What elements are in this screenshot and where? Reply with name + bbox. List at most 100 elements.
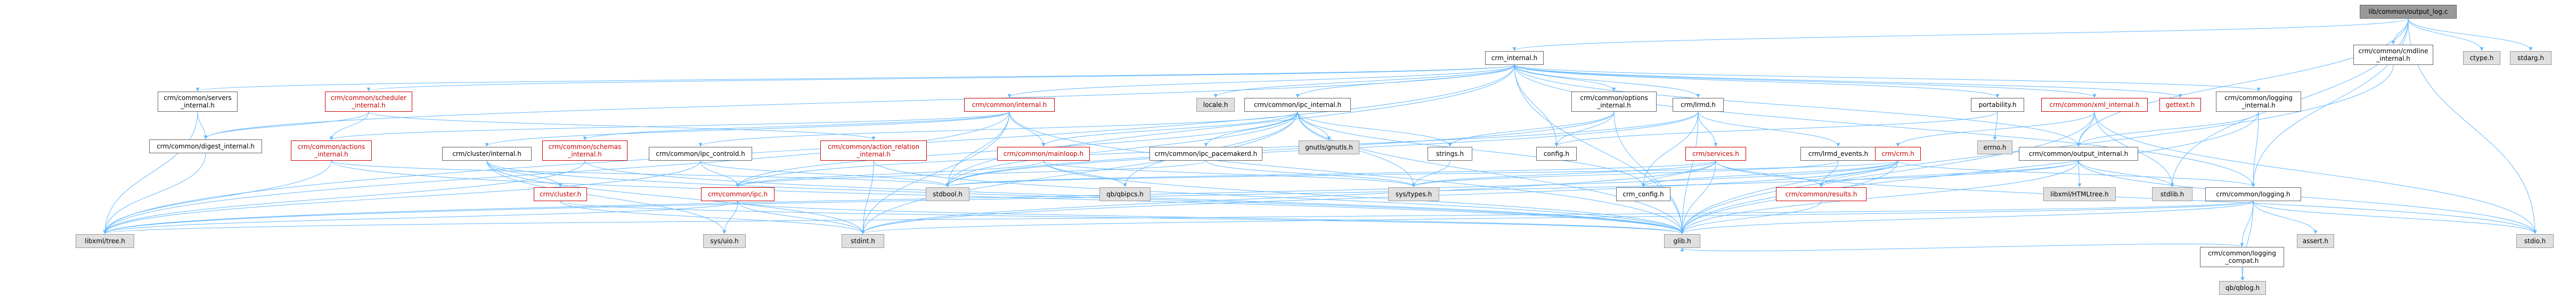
edge-services-to-stdbool [945,160,1716,187]
edge-crm_internal-to-locale [1213,64,1515,98]
edge-ipc_internal-to-stdint [861,111,1298,234]
edge-logging_internal-to-logging [2251,111,2259,187]
edge-schemas_internal-to-libxml_tree [103,160,585,234]
node-crm-internal[interactable]: crm_internal.h [1485,51,1544,65]
edge-ipc_controld-to-ipc [700,160,740,187]
edge-logging_internal-to-glib [1680,111,2259,234]
edge-lrmd_events-to-results [1819,160,1839,187]
node-sys-uio: sys/uio.h [703,234,746,248]
node-crm-cluster[interactable]: crm/cluster.h [534,187,587,201]
node-logging-compat[interactable]: crm/common/logging _compat.h [2200,247,2284,267]
node-ipc-pacemakerd[interactable]: crm/common/ipc_pacemakerd.h [1150,147,1262,161]
node-cluster-internal[interactable]: crm/cluster/internal.h [442,147,532,161]
edge-ipc-to-libxml_tree [103,201,738,234]
edge-common_internal-to-stdint [861,111,1010,234]
node-services[interactable]: crm/services.h [1685,147,1746,161]
edge-digest_internal-to-libxml_tree [103,153,206,234]
node-gettext[interactable]: gettext.h [2159,98,2201,112]
edge-crm_internal-to-scheduler_internal [367,64,1515,92]
edge-common_internal-to-actions_internal [329,111,1010,140]
edge-ipc_internal-to-ipc_pacemakerd [1204,111,1298,147]
node-servers-internal[interactable]: crm/common/servers _internal.h [158,92,238,112]
edge-common_internal-to-libxml_tree [103,111,1010,234]
node-digest-internal[interactable]: crm/common/digest_internal.h [149,139,262,153]
node-glib: glib.h [1664,234,1700,248]
node-common-internal[interactable]: crm/common/internal.h [964,98,1055,112]
node-portability[interactable]: portability.h [1971,98,2024,112]
edge-crm_internal-to-ipc_internal [1295,64,1515,98]
edge-logging_compat-to-glib [1680,243,2243,252]
edge-services-to-crm_config [1641,160,1716,187]
node-qblog: qb/qblog.h [2219,281,2266,295]
edge-crm_lrmd-to-glib [1680,111,1699,234]
node-crm-config[interactable]: crm_config.h [1616,187,1670,201]
edge-cluster_internal-to-glib [486,160,1684,234]
node-mainloop[interactable]: crm/common/mainloop.h [997,147,1090,161]
edge-options_internal-to-config [1554,111,1615,147]
node-output-internal[interactable]: crm/common/output_internal.h [2019,147,2138,161]
edge-ipc-to-glib [737,201,1684,234]
node-options-internal[interactable]: crm/common/options _internal.h [1571,92,1657,112]
edge-strings-to-sys_types [1412,160,1450,187]
edge-crm_internal-to-logging_internal [1514,64,2261,92]
node-libxml-htmltree: libxml/HTMLtree.h [2043,187,2116,201]
node-ipc-controld[interactable]: crm/common/ipc_controld.h [649,147,752,161]
edge-crm_crm-to-logging [1897,160,2255,187]
edge-results-to-glib [1680,201,1822,234]
edge-portability-to-errno [1993,111,1998,140]
node-ctype: ctype.h [2463,51,2500,65]
edge-crm_crm-to-stdint [861,160,1898,234]
edge-xml_internal-to-stdio [2094,111,2537,234]
node-gnutls: gnutls/gnutls.h [1299,140,1359,154]
node-scheduler-internal[interactable]: crm/common/scheduler _internal.h [325,92,412,112]
edge-output_internal-to-results [1819,160,2079,187]
node-ipc[interactable]: crm/common/ipc.h [701,187,775,201]
edge-portability-to-config [1554,111,1998,147]
node-stdbool: stdbool.h [926,187,969,201]
edge-xml_internal-to-output_internal [2076,111,2095,147]
edge-services-to-sys_types [1412,160,1716,187]
node-ipc-internal[interactable]: crm/common/ipc_internal.h [1244,98,1351,112]
node-action-relation-internal[interactable]: crm/common/action_relation _internal.h [820,140,927,161]
edge-scheduler_internal-to-digest_internal [203,111,369,139]
edge-ipc_pacemakerd-to-ipc [736,160,1207,187]
node-cmdline-internal[interactable]: crm/common/cmdline _internal.h [2353,45,2433,65]
edge-crm_lrmd-to-services [1698,111,1718,147]
node-lrmd-events[interactable]: crm/lrmd_events.h [1800,147,1876,161]
edge-crm_cluster-to-glib [560,201,1684,234]
edge-mainloop-to-ipc [736,160,1044,187]
edge-ipc_internal-to-mainloop [1041,111,1298,147]
node-logging-internal[interactable]: crm/common/logging _internal.h [2216,92,2301,112]
edge-lrmd_events-to-sys_types [1412,160,1839,187]
edge-ipc_internal-to-ipc_controld [698,111,1298,147]
edge-logging-to-assert [2253,201,2318,234]
edge-output_internal-to-stdlib [2078,160,2174,187]
node-output-log-c: lib/common/output_log.c [2360,5,2457,19]
edge-ipc_controld-to-stdbool [700,160,950,187]
edge-action_relation_internal-to-stdint [861,160,874,234]
node-locale: locale.h [1196,98,1235,112]
node-actions-internal[interactable]: crm/common/actions _internal.h [291,140,372,161]
node-schemas-internal[interactable]: crm/common/schemas _internal.h [542,140,627,161]
edge-crm_crm-to-results [1819,160,1898,187]
node-crm-lrmd[interactable]: crm/lrmd.h [1673,98,1724,112]
node-results[interactable]: crm/common/results.h [1776,187,1866,201]
edge-logging-to-stdio [2253,201,2537,234]
edge-ipc-to-sys_uio [722,201,738,234]
node-xml-internal[interactable]: crm/common/xml_internal.h [2041,98,2148,112]
node-libxml-tree: libxml/tree.h [76,234,134,248]
edge-scheduler_internal-to-action_relation_internal [368,111,876,140]
node-errno: errno.h [1977,140,2012,154]
node-logging[interactable]: crm/common/logging.h [2205,187,2301,201]
node-assert: assert.h [2297,234,2334,248]
edge-common_internal-to-mainloop [1009,111,1046,147]
node-strings[interactable]: strings.h [1428,147,1472,161]
edge-crm_internal-to-stdbool [945,64,1515,187]
node-crm-crm[interactable]: crm/crm.h [1875,147,1921,161]
edge-options_internal-to-glib [1613,111,1684,234]
node-stdlib: stdlib.h [2152,187,2192,201]
node-config[interactable]: config.h [1536,147,1577,161]
edge-ipc_pacemakerd-to-sys_types [1205,160,1416,187]
